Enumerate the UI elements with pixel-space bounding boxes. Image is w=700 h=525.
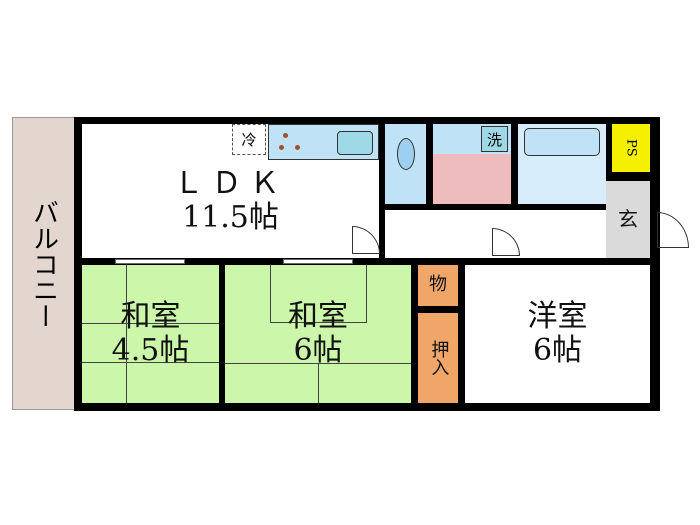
room-washitsu-1: 和室 4.5帖 [82,265,219,403]
youshitsu-name: 洋室 [527,298,588,334]
stove-icon [283,133,288,138]
window [283,259,353,264]
room-washitsu-2: 和室 6帖 [225,265,411,403]
washer: 洗 [481,126,508,152]
stove-icon [279,145,284,150]
toilet-icon [397,138,415,170]
washroom: 洗 [433,124,511,204]
youshitsu-size: 6帖 [532,333,583,368]
tatami-line [318,363,319,403]
stove-icon [295,145,300,150]
washitsu1-size: 4.5帖 [111,333,190,368]
sink-icon [337,131,373,155]
tatami-line [82,323,219,363]
ldk-name: ＬＤＫ [173,165,288,201]
washitsu2-name: 和室 [288,298,348,334]
tatami-line [82,265,127,403]
balcony: バルコニー [12,117,76,410]
kitchen-counter [268,124,379,160]
room-youshitsu: 洋室 6帖 [465,265,650,403]
bathroom [518,124,606,204]
storage: 物 [418,265,458,306]
washitsu1-name: 和室 [120,298,181,334]
bathtub-icon [524,128,600,156]
closet-label: 押入 [428,340,450,376]
storage-label: 物 [429,274,447,296]
window [115,259,185,264]
closet: 押入 [418,313,458,403]
tatami-line [270,265,367,323]
pipe-space: PS [612,124,650,172]
front-door[interactable] [657,212,689,248]
fridge: 冷 [232,124,266,155]
entrance-label: 玄 [618,207,638,231]
washitsu2-size: 6帖 [293,333,343,368]
balcony-label: バルコニー [28,198,59,329]
entrance: 玄 [606,181,650,258]
ldk-size: 11.5帖 [182,200,279,235]
toilet [385,124,426,204]
